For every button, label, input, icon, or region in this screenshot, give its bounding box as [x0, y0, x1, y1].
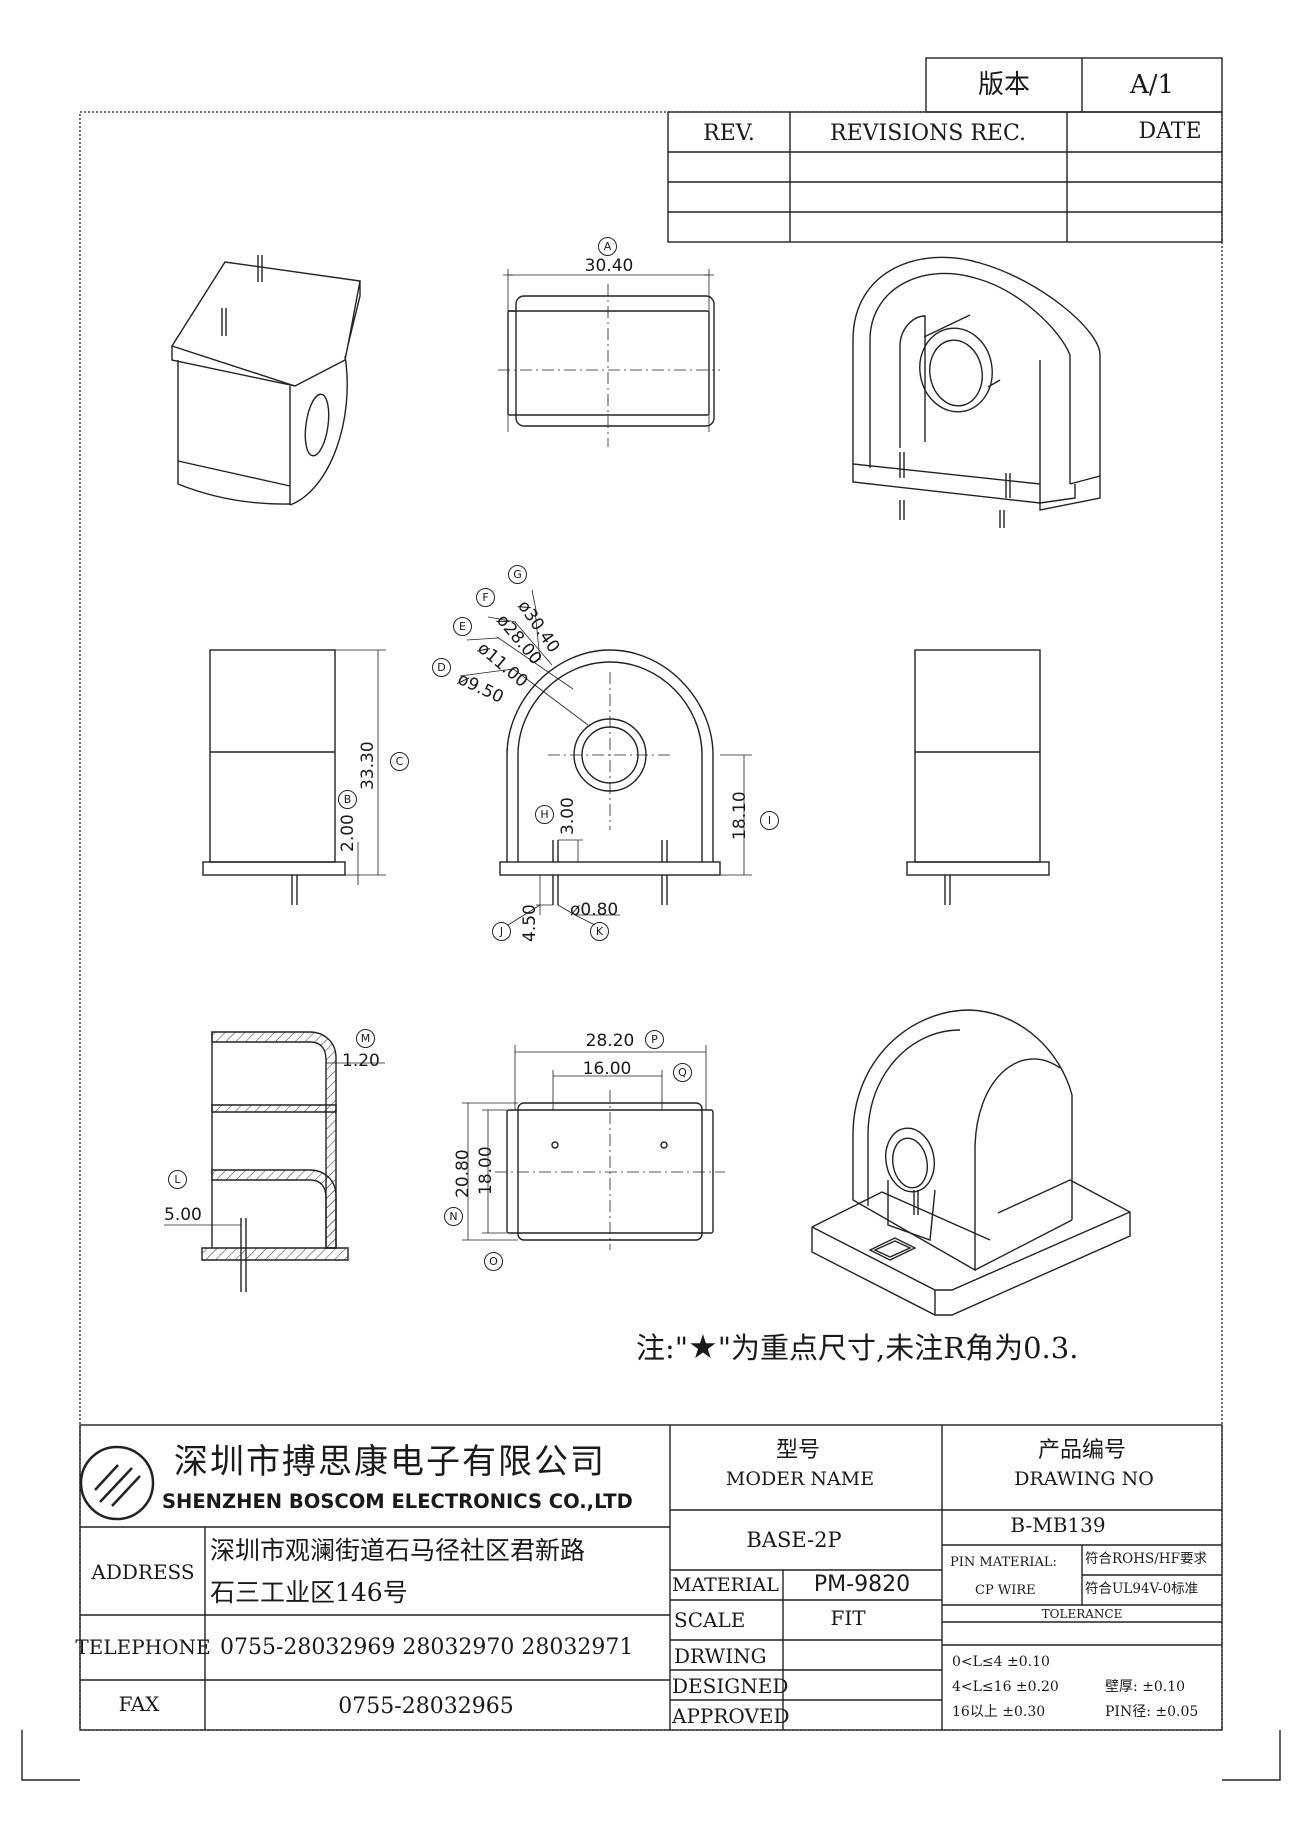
model-label-en: MODER NAME [725, 1468, 875, 1490]
drawing-no-value: B-MB139 [1010, 1513, 1106, 1537]
dim-l-value: 5.00 [164, 1205, 202, 1225]
bottom-view [462, 1045, 725, 1250]
address-line2: 石三工业区146号 [210, 1578, 408, 1607]
dim-tag-h: H [535, 805, 554, 824]
date-header: DATE [1138, 119, 1202, 144]
dim-d-value: ø9.50 [454, 669, 507, 708]
iso-view-rear [852, 256, 1101, 528]
note-prefix: 注:" [636, 1331, 689, 1365]
pin-material-label: PIN MATERIAL: [950, 1555, 1057, 1570]
model-value: BASE-2P [746, 1528, 842, 1552]
material-label: MATERIAL [672, 1574, 779, 1596]
dim-tag-d: D [432, 658, 451, 677]
dim-tag-k: K [590, 922, 609, 941]
dim-tag-m: M [356, 1029, 375, 1048]
dim-tag-l: L [168, 1170, 187, 1189]
material-value: PM-9820 [813, 1572, 911, 1597]
dim-tag-e: E [453, 617, 472, 636]
dim-tag-a: A [598, 237, 617, 256]
company-logo [79, 1445, 155, 1521]
dim-tag-i: I [760, 811, 779, 830]
dim-tag-c: C [390, 752, 409, 771]
designed-label: DESIGNED [672, 1674, 789, 1698]
iso-view-front-left [170, 255, 361, 506]
dim-tag-q: Q [673, 1063, 692, 1082]
model-label-cn: 型号 [775, 1438, 821, 1463]
dim-b-value: 2.00 [338, 814, 358, 852]
dim-k-value: ø0.80 [570, 900, 619, 920]
dim-c-value: 33.30 [358, 741, 378, 790]
drawing-note: 注:"★"为重点尺寸,未注R角为0.3. [636, 1330, 1078, 1363]
dim-a-value: 30.40 [584, 256, 634, 276]
right-side-view [906, 649, 1050, 905]
address-line1: 深圳市观澜街道石马径社区君新路 [210, 1536, 586, 1565]
company-name-cn: 深圳市搏思康电子有限公司 [174, 1442, 606, 1482]
tolerance-row3: 16以上 ±0.30 [952, 1704, 1046, 1720]
note-suffix: "为重点尺寸,未注R角为0.3. [717, 1331, 1079, 1365]
top-view [498, 269, 720, 447]
scale-label: SCALE [674, 1608, 746, 1632]
note-star: ★ [688, 1327, 718, 1366]
drawing-no-label-en: DRAWING NO [1014, 1468, 1154, 1490]
dim-n-value: 20.80 [453, 1149, 473, 1198]
dim-tag-b: B [338, 790, 357, 809]
dim-p-value: 28.20 [585, 1031, 635, 1051]
rohs-compliance: 符合ROHS/HF要求 [1085, 1551, 1207, 1567]
dim-q-value: 16.00 [582, 1059, 632, 1079]
fax-value: 0755-28032965 [338, 1694, 514, 1719]
rev-header: REV. [703, 121, 755, 146]
front-view [459, 589, 752, 926]
company-name-en: SHENZHEN BOSCOM ELECTRONICS CO.,LTD [162, 1490, 633, 1513]
pin-material-value: CP WIRE [975, 1583, 1036, 1598]
title-block [79, 1424, 1223, 1731]
telephone-value: 0755-28032969 28032970 28032971 [220, 1635, 634, 1660]
revisions-rec-header: REVISIONS REC. [830, 121, 1026, 146]
tolerance-row1: 0<L≤4 ±0.10 [952, 1654, 1050, 1670]
left-side-view [202, 649, 386, 905]
ul-compliance: 符合UL94V-0标准 [1085, 1581, 1199, 1597]
dim-tag-o: O [484, 1252, 503, 1271]
revisions-table [667, 111, 1223, 243]
dim-tag-g: G [508, 565, 527, 584]
dim-h-value: 3.00 [558, 797, 578, 835]
dim-i-value: 18.10 [730, 791, 750, 840]
address-label: ADDRESS [91, 1560, 195, 1584]
dim-tag-p: P [645, 1030, 664, 1049]
drwing-label: DRWING [674, 1644, 767, 1668]
version-label: 版本 [977, 70, 1031, 100]
version-value: A/1 [1129, 70, 1175, 100]
tolerance-label: TOLERANCE [1041, 1607, 1123, 1621]
dim-j-value: 4.50 [520, 904, 540, 942]
tolerance-pin: PIN径: ±0.05 [1105, 1704, 1199, 1720]
crop-marks [21, 1730, 1281, 1781]
telephone-label: TELEPHONE [75, 1635, 211, 1659]
section-view [164, 1031, 385, 1292]
drawing-no-label-cn: 产品编号 [1037, 1438, 1127, 1463]
fax-label: FAX [118, 1692, 160, 1716]
tolerance-wall: 壁厚: ±0.10 [1105, 1679, 1186, 1695]
iso-view-base [811, 1009, 1131, 1316]
approved-label: APPROVED [672, 1704, 790, 1728]
dim-tag-f: F [476, 588, 495, 607]
dim-tag-n: N [444, 1207, 463, 1226]
tolerance-row2: 4<L≤16 ±0.20 [952, 1679, 1059, 1695]
scale-value: FIT [830, 1606, 866, 1630]
dim-m-value: 1.20 [342, 1051, 380, 1071]
dim-o-value: 18.00 [476, 1146, 496, 1195]
dim-tag-j: J [492, 922, 511, 941]
